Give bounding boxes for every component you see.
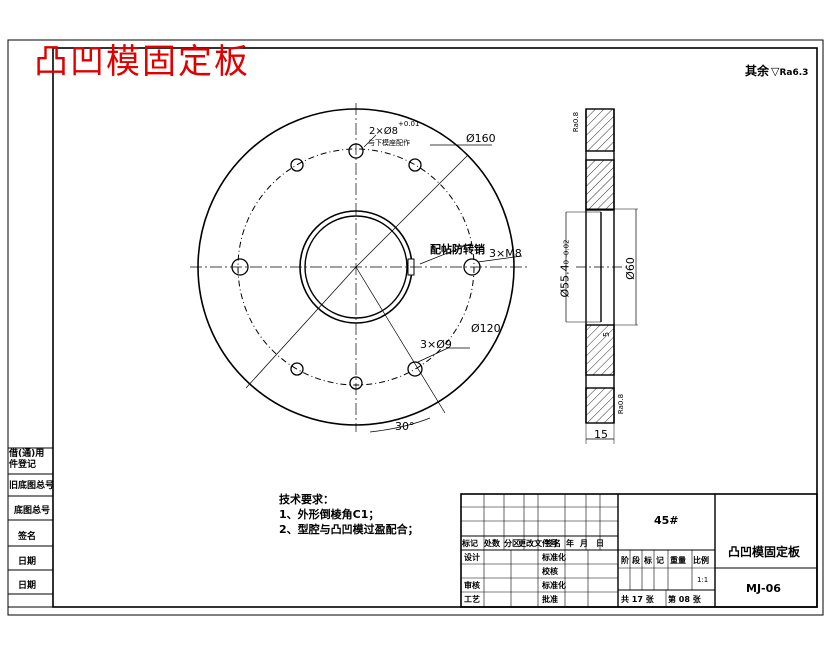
dim-3x9: 3×Ø9 (420, 338, 452, 351)
side-label-6: 日期 (18, 581, 37, 591)
leader-pin (419, 243, 471, 265)
side-label-1b: 件登记 (9, 460, 37, 470)
section-view (565, 108, 638, 444)
surface-note: 其余▽Ra6.3 (745, 62, 808, 79)
pin-note: 与下模座配作 (368, 139, 410, 147)
section-top (585, 108, 615, 152)
tb-design: 设计 (464, 553, 480, 562)
tb-stage-4: 记 (656, 556, 664, 565)
tb-drawing-no: MJ-06 (746, 582, 781, 595)
inner-frame (52, 47, 818, 608)
tb-stage-heads: 阶段标记重量比例 (621, 555, 709, 566)
dim-pin-tolerance: +0.01 (398, 120, 420, 128)
side-label-1a: 借(通)用 (9, 449, 45, 459)
outer-border (7, 39, 824, 616)
tb-check: 校核 (542, 567, 558, 576)
dim-d554: Ø55.40 -0.02 (558, 240, 571, 298)
tb-part-name: 凸凹模固定板 (728, 545, 801, 559)
side-box (7, 447, 54, 608)
drawing-title: 凸凹模固定板 (34, 42, 250, 82)
hole-tr (408, 158, 422, 172)
tb-sheets: 共 17 张 (621, 595, 654, 604)
tb-head-mark: 标记 (462, 539, 478, 548)
section-upper (585, 159, 615, 211)
tb-material: 45# (654, 514, 679, 527)
front-view (190, 103, 528, 433)
tb-head-sign: 签名 (545, 539, 561, 548)
pin-match-note: 配帖防转销 (430, 243, 485, 256)
tb-head-day: 日 (596, 539, 604, 548)
dim-step: 5 (602, 331, 612, 338)
tb-std2: 标准化 (542, 581, 566, 590)
tb-stage-weight: 重量 (670, 556, 686, 565)
tb-head-change: 更改文件号 (518, 539, 558, 548)
dim-d554-value: Ø55.4 (558, 264, 572, 298)
tb-head-month: 月 (580, 539, 588, 548)
tb-batch: 批准 (542, 595, 558, 604)
hole-tl (290, 158, 304, 172)
hole-right (463, 258, 481, 276)
tb-heads-row: 标记处数分区更改文件号签名年月日 (462, 538, 604, 549)
radial-line-1 (245, 266, 357, 389)
side-label-2: 旧底图总号 (9, 481, 55, 491)
hole-bottom (349, 376, 363, 390)
dim-3xm8: 3×M8 (489, 247, 522, 260)
tb-head-year: 年 (566, 539, 574, 548)
note-item-2: 2、型腔与凸凹模过盈配合； (279, 523, 419, 536)
hole-top (348, 143, 364, 159)
tb-head-zone: 分区 (504, 539, 520, 548)
leader-pinholes (363, 134, 377, 148)
tb-stage-scale: 比例 (693, 556, 709, 565)
dim-d160: Ø160 (466, 132, 496, 145)
hole-br (407, 361, 423, 377)
title-block (460, 493, 818, 608)
tb-sheet-no: 第 08 张 (668, 595, 701, 604)
side-label-1: 借(通)用 件登记 (9, 449, 44, 471)
roughness-symbol-icon: ▽ (771, 65, 780, 78)
side-label-5: 日期 (18, 557, 37, 567)
radial-line-3 (355, 154, 469, 268)
tb-head-count: 处数 (484, 539, 500, 548)
side-columns (7, 447, 54, 608)
note-item-1: 1、外形倒棱角C1； (279, 508, 380, 521)
tb-stage-1: 阶 (621, 556, 629, 565)
tb-process: 审核 (464, 581, 480, 590)
section-bottom (585, 387, 615, 424)
leader-m8 (477, 255, 523, 263)
side-label-4: 签名 (18, 532, 37, 542)
radial-line-2 (355, 266, 446, 414)
tb-stage-2: 段 (632, 556, 640, 565)
dim-angle: 30° (395, 420, 415, 433)
hole-bl (290, 362, 304, 376)
surface-roughness: Ra6.3 (779, 68, 809, 78)
hole-left (231, 258, 249, 276)
surface-note-text: 其余 (745, 64, 770, 78)
dim-d554-tol: 0 -0.02 (562, 239, 571, 265)
side-label-3: 底图总号 (14, 506, 51, 516)
dim-d60: Ø60 (623, 257, 637, 280)
roughness-bottom: Ra0.8 (617, 393, 626, 415)
notes-heading: 技术要求： (279, 493, 334, 506)
tb-stage-3: 标 (644, 556, 652, 565)
leader-hole3 (417, 347, 449, 363)
tb-std: 标准化 (542, 553, 566, 562)
dim-pin-holes: 2×Ø8 (369, 126, 398, 137)
tb-approve: 工艺 (464, 595, 480, 604)
roughness-top: Ra0.8 (572, 111, 581, 133)
angle-arc (369, 417, 431, 433)
dim-thickness: 15 (594, 428, 608, 441)
technical-notes: 技术要求： 1、外形倒棱角C1； 2、型腔与凸凹模过盈配合； (279, 492, 419, 537)
dim-d120: Ø120 (471, 322, 501, 335)
tb-scale: 1:1 (697, 576, 709, 584)
